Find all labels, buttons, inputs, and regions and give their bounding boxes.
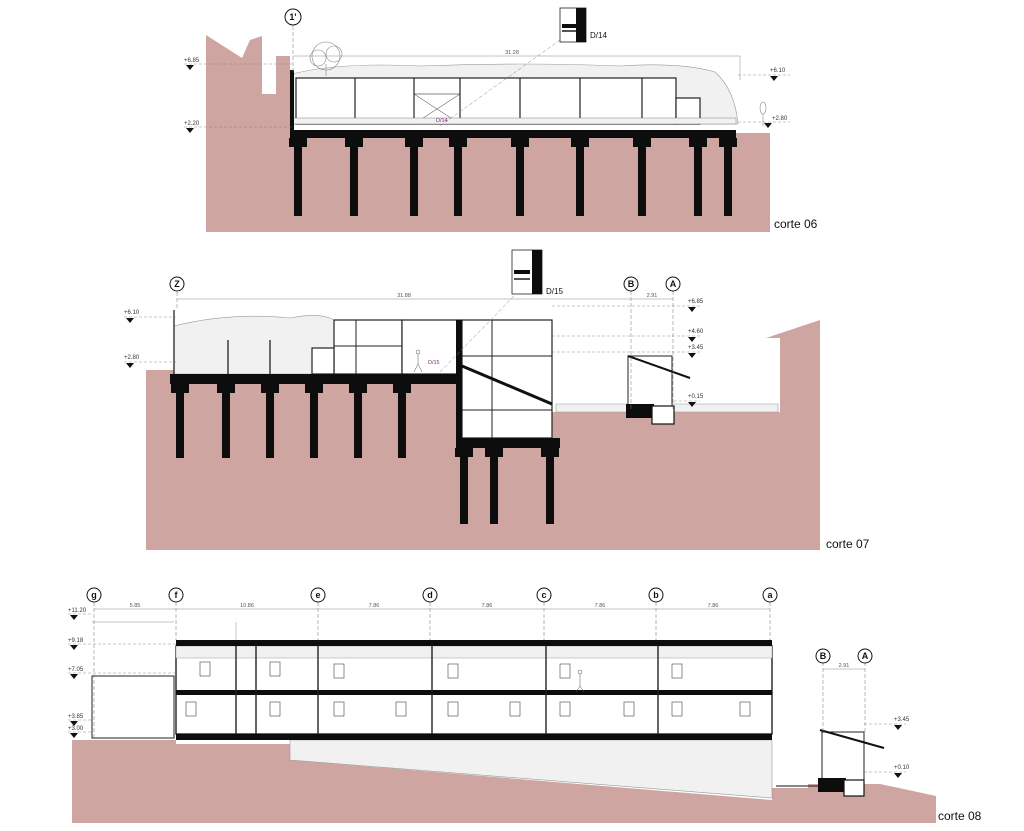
- piles: [171, 384, 559, 524]
- detail-callout-marker: D/15: [428, 360, 440, 366]
- span-dimension: 7.86: [482, 603, 493, 609]
- dimension-right: 2.91: [647, 293, 658, 299]
- level-marker: +6.85: [688, 299, 704, 305]
- grid-axis-bubble-icon: [168, 587, 184, 603]
- axis-label-d: d: [427, 590, 433, 600]
- axis-label-end-a: A: [862, 651, 869, 661]
- level-marker: +6.10: [124, 310, 140, 316]
- level-marker: +2.20: [184, 121, 200, 127]
- level-marker: +2.80: [772, 116, 788, 122]
- level-marker: +0.10: [894, 765, 910, 771]
- level-marker: +0.15: [688, 394, 704, 400]
- person-figure-icon: [575, 669, 585, 693]
- span-dimension: 10.86: [240, 603, 254, 609]
- level-marker: +3.45: [688, 345, 704, 351]
- axis-label-a: a: [767, 590, 773, 600]
- slab: [176, 734, 772, 740]
- level-marker: +4.60: [688, 329, 704, 335]
- ground-mass: [72, 740, 936, 823]
- level-marker: +2.80: [124, 355, 140, 361]
- grid-axis-bubble-icon: [762, 587, 778, 603]
- windows: [185, 661, 751, 717]
- span-dimension: 7.86: [708, 603, 719, 609]
- axis-label-a: A: [670, 279, 677, 289]
- overall-dimension: 31.88: [397, 293, 411, 299]
- section-title: corte 06: [774, 217, 818, 231]
- building-volume: [295, 77, 677, 125]
- level-marker: +9.18: [68, 638, 84, 644]
- axis-label-z: Z: [174, 279, 180, 289]
- detail-callout-marker: D/14: [436, 118, 448, 124]
- small-shed: [776, 729, 885, 797]
- axis-label-1p: 1': [289, 12, 296, 22]
- grid-axis-bubble-icon: [665, 276, 681, 292]
- end-span-dimension: 2.91: [839, 663, 850, 669]
- grid-axis-bubble-icon: [169, 276, 185, 292]
- level-marker: +7.05: [68, 667, 84, 673]
- section-corte-06: 1' 31.28 +6.85 +2.20 +6.10 +2.80 D/14 D/…: [184, 7, 818, 232]
- axis-label-f: f: [175, 590, 179, 600]
- level-marker: +6.10: [770, 68, 786, 74]
- axis-label-g: g: [91, 590, 97, 600]
- piles: [289, 138, 737, 216]
- grid-axis-bubble-icon: [86, 587, 102, 603]
- slab: [290, 130, 736, 138]
- span-dimension: 5.85: [130, 603, 141, 609]
- level-marker: +6.85: [184, 58, 200, 64]
- gravel-fill: [173, 315, 335, 375]
- level-marker: +3.45: [894, 717, 910, 723]
- building-volume: [311, 319, 553, 439]
- span-dimension: 7.86: [369, 603, 380, 609]
- grid-axes: g f e d c b a: [86, 587, 778, 740]
- person-figure-icon: [413, 349, 423, 373]
- detail-callout-label: D/14: [590, 31, 607, 40]
- grid-axis-bubble-icon: [857, 648, 873, 664]
- axis-label-b: B: [628, 279, 635, 289]
- grid-axis-bubble-icon: [623, 276, 639, 292]
- level-marker: +3.00: [68, 726, 84, 732]
- axis-label-end-b: B: [820, 651, 827, 661]
- slab: [170, 374, 462, 384]
- overall-dimension: 31.28: [505, 50, 519, 56]
- slab: [176, 690, 772, 695]
- grid-axis-bubble-icon: [284, 8, 302, 26]
- grid-axis-bubble-icon: [422, 587, 438, 603]
- grid-axis-bubble-icon: [536, 587, 552, 603]
- level-marker: +11.20: [68, 608, 87, 614]
- level-marker: +3.85: [68, 714, 84, 720]
- level-markers: +11.20 +9.18 +7.05 +3.85 +3.00: [68, 608, 176, 738]
- grid-axis-bubble-icon: [648, 587, 664, 603]
- axis-label-c: c: [541, 590, 546, 600]
- slab: [456, 438, 560, 448]
- section-title: corte 07: [826, 537, 870, 551]
- small-shed: [626, 355, 691, 425]
- axis-label-b: b: [653, 590, 659, 600]
- grid-axis-bubble-icon: [310, 587, 326, 603]
- grid-axis-bubble-icon: [815, 648, 831, 664]
- span-dimension: 7.86: [595, 603, 606, 609]
- section-corte-08: g f e d c b a 5.85 10.86 7.86 7.86 7.86 …: [68, 587, 982, 823]
- tree-icon: [759, 101, 767, 126]
- section-corte-07: Z B A 31.88 2.91 +6.10 +2.80 +6.85 +4.60…: [124, 249, 870, 551]
- axis-label-e: e: [315, 590, 320, 600]
- detail-callout-label: D/15: [546, 287, 563, 296]
- section-title: corte 08: [938, 809, 982, 823]
